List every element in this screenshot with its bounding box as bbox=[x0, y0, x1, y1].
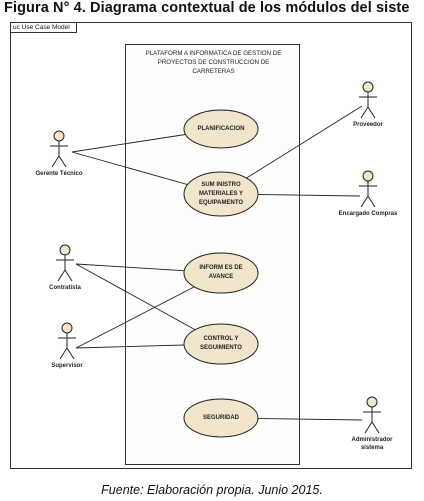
actor-label-line: Administrador bbox=[351, 437, 393, 443]
use-case-label-line: PLANIFICACION bbox=[197, 125, 245, 132]
use-case-label-seguridad: SEGURIDAD bbox=[181, 414, 261, 423]
actor-left-leg bbox=[51, 155, 60, 168]
actor-label-line: Supervisor bbox=[51, 363, 83, 369]
actor-label-gerente: Gerente Técnico bbox=[24, 170, 94, 178]
actor-label-line: Gerente Técnico bbox=[35, 171, 83, 177]
system-title-line: PROYECTOS DE CONSTRUCCION DE bbox=[157, 59, 270, 66]
use-case-label-suministro: SUM INISTRO MATERIALES Y EQUIPAMENTO bbox=[181, 181, 261, 208]
actor-head bbox=[362, 170, 374, 182]
actor-right-leg bbox=[66, 347, 75, 360]
actor-label-administrador: Administrador sistema bbox=[342, 436, 402, 452]
use-case-label-line: AVANCE bbox=[208, 274, 234, 280]
figure-title: Figura N° 4. Diagrama contextual de los … bbox=[4, 0, 410, 16]
actor-right-leg bbox=[371, 421, 380, 434]
actor-right-leg bbox=[58, 155, 67, 168]
use-case-label-line: SUM INISTRO bbox=[201, 181, 241, 188]
actor-left-leg bbox=[57, 269, 66, 282]
actor-right-leg bbox=[64, 269, 73, 282]
actor-encargado bbox=[359, 170, 377, 208]
source-note: Fuente: Elaboración propia. Junio 2015. bbox=[101, 483, 323, 497]
actor-head bbox=[366, 396, 378, 408]
use-case-planificacion bbox=[183, 109, 259, 149]
use-case-label-line: EQUIPAMENTO bbox=[198, 199, 244, 206]
actor-label-line: sistema bbox=[360, 445, 384, 451]
actor-right-leg bbox=[367, 106, 376, 119]
system-title: PLATAFORM A INFORMATICA DE GESTION DE PR… bbox=[126, 49, 301, 76]
actor-gerente bbox=[50, 130, 68, 168]
use-case-label-line: INFORM ES DE bbox=[199, 265, 243, 271]
use-case-informes bbox=[183, 252, 259, 294]
actor-label-line: Proveedor bbox=[353, 122, 383, 128]
actor-left-leg bbox=[360, 195, 369, 208]
actor-label-proveedor: Proveedor bbox=[338, 121, 398, 129]
system-title-line: CARRETERAS bbox=[192, 68, 235, 75]
use-case-label-line: CONTROL Y bbox=[203, 336, 239, 342]
use-case-label-line: MATERIALES Y bbox=[198, 190, 244, 197]
actor-label-line: Contratista bbox=[49, 285, 81, 291]
actor-left-leg bbox=[360, 106, 369, 119]
use-case-label-line: SEGUIMIENTO bbox=[200, 345, 242, 351]
actor-label-line: Encargado Compras bbox=[338, 211, 398, 217]
actor-right-leg bbox=[367, 195, 376, 208]
actor-label-encargado: Encargado Compras bbox=[328, 210, 408, 218]
use-case-label-planificacion: PLANIFICACION bbox=[181, 125, 261, 134]
actor-supervisor bbox=[58, 322, 76, 360]
use-case-label-informes: INFORM ES DE AVANCE bbox=[181, 264, 261, 282]
actor-label-supervisor: Supervisor bbox=[37, 362, 97, 370]
use-case-label-line: SEGURIDAD bbox=[202, 414, 239, 421]
use-case-seguridad bbox=[183, 398, 259, 438]
actor-left-leg bbox=[364, 421, 373, 434]
actor-proveedor bbox=[359, 81, 377, 119]
use-case-control bbox=[183, 323, 259, 365]
actor-left-leg bbox=[59, 347, 68, 360]
actor-head bbox=[362, 81, 374, 93]
system-title-line: PLATAFORM A INFORMATICA DE GESTION DE bbox=[145, 50, 282, 57]
actor-administrador bbox=[363, 396, 381, 434]
use-case-label-control: CONTROL Y SEGUIMIENTO bbox=[181, 335, 261, 353]
use-case-suministro bbox=[183, 171, 259, 217]
actor-head bbox=[59, 244, 71, 256]
diagram-frame: uc Use Case Model bbox=[10, 22, 412, 469]
actor-contratista bbox=[56, 244, 74, 282]
actor-label-contratista: Contratista bbox=[35, 284, 95, 292]
actor-head bbox=[61, 322, 73, 334]
frame-tab: uc Use Case Model bbox=[11, 23, 77, 33]
actor-head bbox=[53, 130, 65, 142]
